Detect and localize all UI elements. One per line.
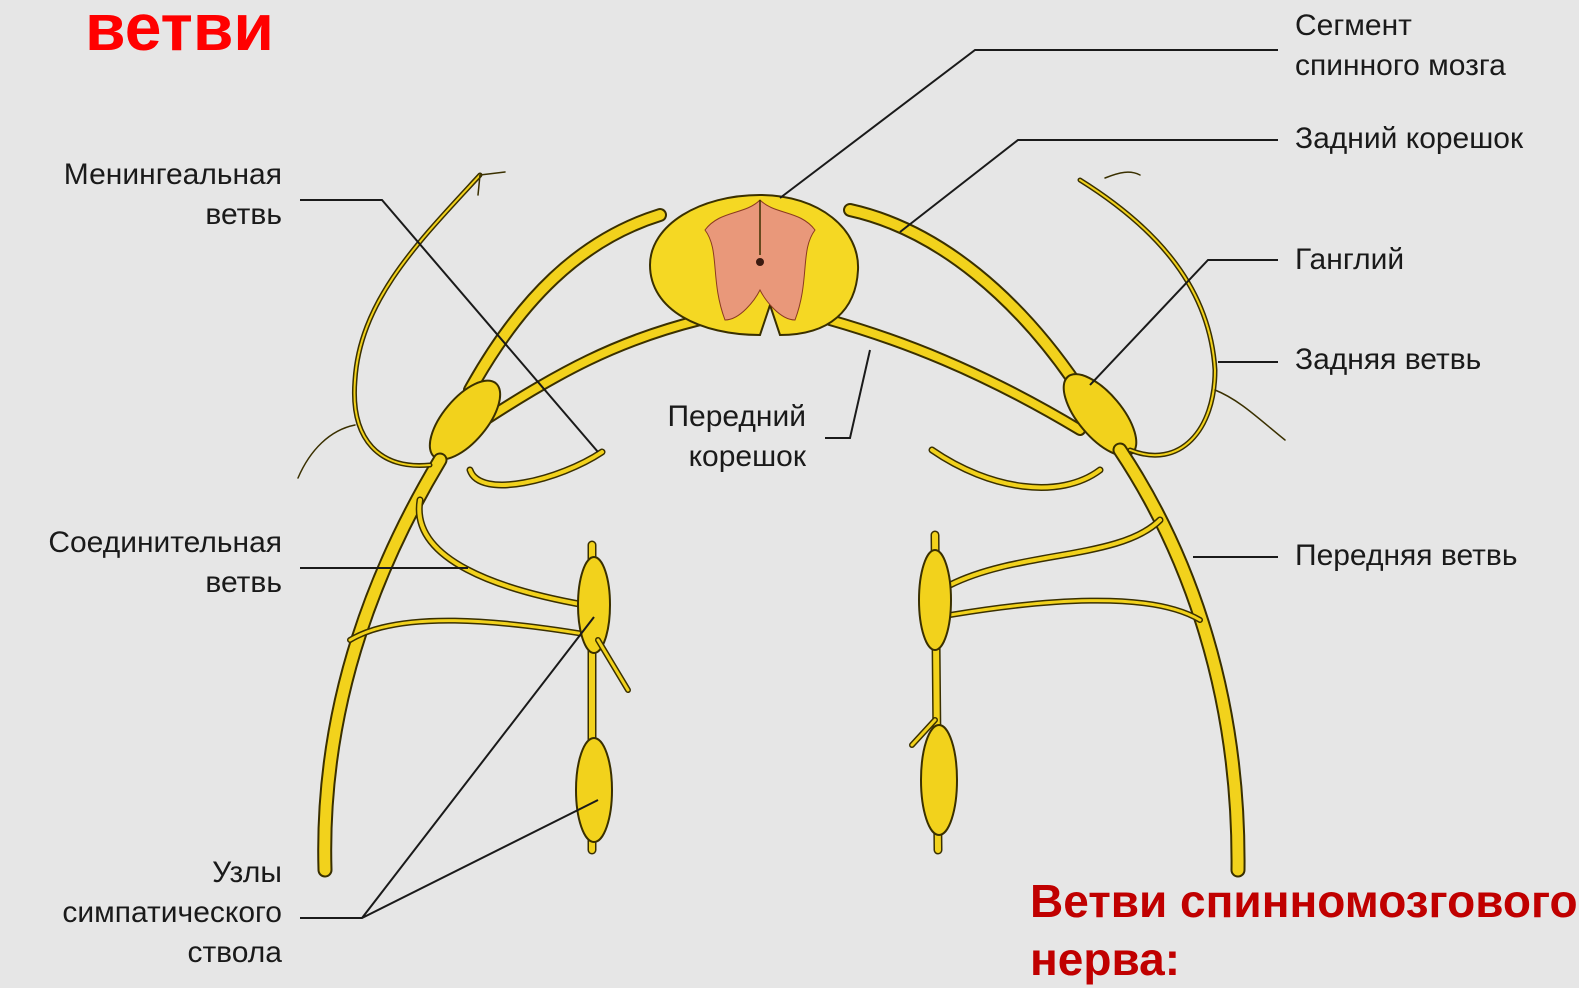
label-posterior-root: Задний корешок — [1295, 119, 1523, 159]
label-sympathetic-nodes-line3: ствола — [62, 933, 282, 973]
label-anterior-root-line1: Передний — [667, 397, 806, 437]
slide-title-fragment: ветви — [85, 0, 274, 60]
label-sympathetic-nodes-line1: Узлы — [62, 853, 282, 893]
label-sympathetic-nodes: Узлы симпатического ствола — [62, 853, 282, 973]
label-anterior-root-line2: корешок — [667, 437, 806, 477]
label-spinal-segment-line2: спинного мозга — [1295, 46, 1506, 86]
slide-caption-line2: нерва: — [1030, 930, 1578, 988]
label-spinal-segment: Сегмент спинного мозга — [1295, 6, 1506, 86]
slide-caption-line1: Ветви спинномозгового — [1030, 872, 1578, 930]
label-anterior-branch: Передняя ветвь — [1295, 536, 1517, 576]
label-posterior-branch: Задняя ветвь — [1295, 340, 1481, 380]
leader-anterior-root — [825, 350, 870, 438]
label-anterior-root: Передний корешок — [667, 397, 806, 477]
label-ganglion: Ганглий — [1295, 240, 1404, 280]
left-nerve-group — [298, 172, 700, 870]
label-meningeal-branch-line2: ветвь — [64, 195, 282, 235]
label-connecting-branch-line2: ветвь — [48, 563, 282, 603]
label-connecting-branch-line1: Соединительная — [48, 523, 282, 563]
slide-caption: Ветви спинномозгового нерва: — [1030, 872, 1578, 988]
sympathetic-trunk-right — [912, 535, 957, 850]
right-nerve-group — [830, 172, 1285, 870]
label-connecting-branch: Соединительная ветвь — [48, 523, 282, 603]
leader-segment — [780, 50, 1278, 198]
label-spinal-segment-line1: Сегмент — [1295, 6, 1506, 46]
spinal-cord-segment — [650, 195, 858, 335]
label-sympathetic-nodes-line2: симпатического — [62, 893, 282, 933]
label-meningeal-branch: Менингеальная ветвь — [64, 155, 282, 235]
leader-lines — [300, 50, 1278, 918]
label-meningeal-branch-line1: Менингеальная — [64, 155, 282, 195]
sympathetic-trunk-left — [576, 545, 628, 850]
